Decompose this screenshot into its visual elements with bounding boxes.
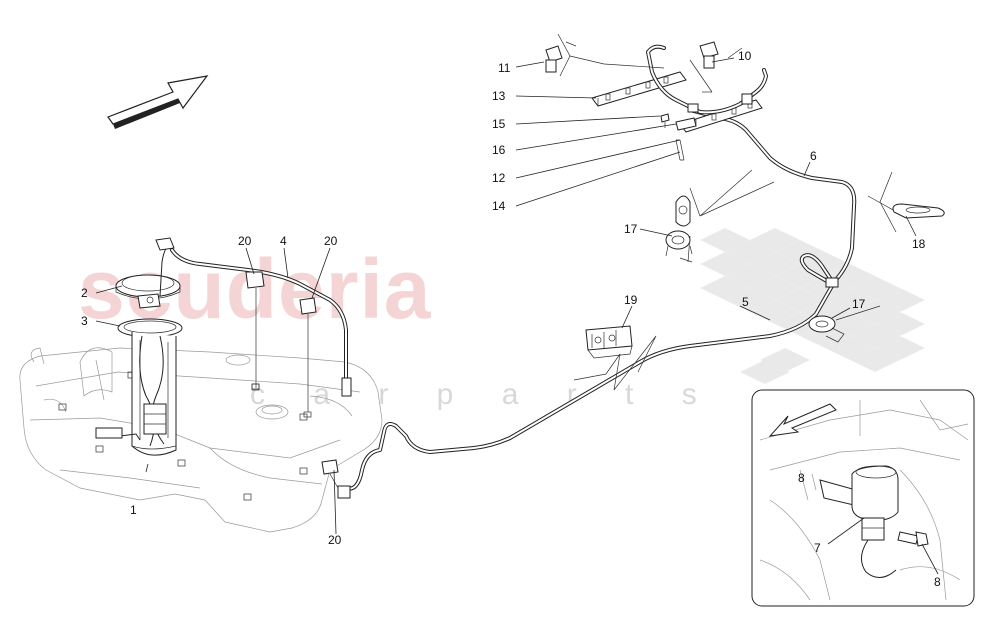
- callout-20-bottom: 20: [328, 533, 342, 547]
- injector-10: [689, 41, 743, 93]
- callout-20-left: 20: [238, 234, 252, 248]
- direction-arrow-icon: [107, 75, 209, 129]
- callout-17-lower: 17: [852, 297, 866, 311]
- callout-20-right: 20: [324, 234, 338, 248]
- clamp-18: [892, 203, 945, 219]
- watermark-sub: c a r p a r t s: [250, 378, 717, 411]
- fuel-tank: [19, 347, 383, 533]
- callout-15: 15: [492, 117, 506, 131]
- clip-19: [585, 325, 633, 359]
- callout-6: 6: [810, 149, 817, 163]
- callout-8: 8: [934, 575, 941, 589]
- detail-inset: [751, 389, 975, 607]
- callout-1: 1: [130, 503, 137, 517]
- callout-3: 3: [81, 314, 88, 328]
- watermark-checker: [700, 228, 925, 384]
- callout-4: 4: [280, 234, 287, 248]
- callout-10: 10: [738, 49, 752, 63]
- callout-5: 5: [742, 295, 749, 309]
- callout-16: 16: [492, 143, 506, 157]
- injector-11: [545, 33, 605, 77]
- callout-18: 18: [912, 237, 926, 251]
- callout-12: 12: [492, 171, 506, 185]
- inset-direction-arrow-icon: [768, 403, 837, 437]
- fuel-rail-assembly: [591, 44, 768, 161]
- callout-7: 7: [814, 541, 821, 555]
- fuel-pump-module: [95, 237, 183, 456]
- callout-8-marker: 8: [798, 471, 805, 485]
- callout-11: 11: [498, 61, 511, 75]
- callout-19: 19: [624, 293, 638, 307]
- fuel-line-6: [688, 108, 857, 288]
- leader-lines: [95, 57, 939, 575]
- fuel-line-5: [321, 284, 834, 499]
- callout-numbers: 1 2 3 20 4 20 20 5 6 11 10 13 15 16 12 1…: [81, 49, 941, 589]
- pressure-sensor-17-lower: [808, 315, 845, 343]
- callout-2: 2: [81, 286, 88, 300]
- pressure-sensor-17-upper: [665, 195, 693, 257]
- supply-line-4: [170, 248, 352, 418]
- callout-13: 13: [492, 89, 506, 103]
- callout-14: 14: [492, 199, 506, 213]
- callout-17-upper: 17: [624, 222, 638, 236]
